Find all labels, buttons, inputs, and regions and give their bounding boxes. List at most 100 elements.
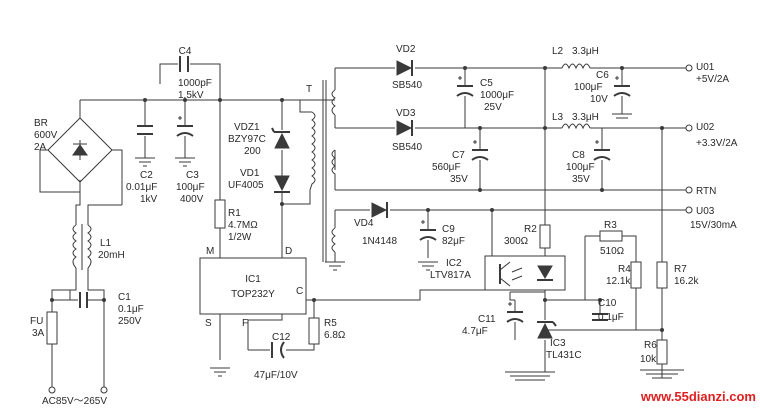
c9-symbol <box>419 220 437 241</box>
r5-value: 6.8Ω <box>324 330 346 341</box>
r1-ref: R1 <box>228 208 241 219</box>
ic1-pin-s: S <box>205 318 212 329</box>
ic3-symbol <box>537 321 557 339</box>
c8-ref: C8 <box>572 150 585 161</box>
r1-value: 4.7MΩ <box>228 220 258 231</box>
c5-value: 1000μF <box>480 90 514 101</box>
ic3-part: TL431C <box>546 350 582 361</box>
br-voltage: 600V <box>34 130 58 141</box>
c7-rating: 35V <box>450 174 468 185</box>
vd2-part: SB540 <box>392 80 422 91</box>
ic2-symbol <box>484 255 566 291</box>
vd4-ref: VD4 <box>354 218 374 229</box>
c12-symbol <box>271 341 285 359</box>
ic3-ref: IC3 <box>550 338 566 349</box>
output-terminal-rtn <box>685 186 693 194</box>
vd1-ref: VD1 <box>240 168 260 179</box>
output-u01-spec: +5V/2A <box>696 74 729 85</box>
c2-symbol <box>137 125 153 135</box>
c8-rating: 35V <box>572 174 590 185</box>
c1-value: 0.1μF <box>118 304 144 315</box>
input-terminal-n <box>100 386 108 394</box>
ic1-box <box>199 257 307 315</box>
br-current: 2A <box>34 142 47 153</box>
r7-value: 16.2k <box>674 276 699 287</box>
r3-symbol <box>599 230 623 242</box>
c7-ref: C7 <box>452 150 465 161</box>
c5-symbol <box>456 76 474 97</box>
vd4-part: 1N4148 <box>362 236 397 247</box>
c1-ref: C1 <box>118 292 131 303</box>
output-rtn-name: RTN <box>696 186 716 197</box>
r2-value: 300Ω <box>504 236 529 247</box>
vdz1-ref: VDZ1 <box>234 122 260 133</box>
c12-ref: C12 <box>272 332 291 343</box>
ic1-pin-d: D <box>285 246 292 257</box>
c6-value: 100μF <box>574 82 603 93</box>
transformer-ref: T <box>306 84 312 95</box>
r7-symbol <box>656 261 668 289</box>
fu-rating: 3A <box>32 328 45 339</box>
c10-symbol <box>592 313 608 321</box>
primary-wiring <box>39 63 488 390</box>
c10-value: 0.1μF <box>598 312 624 323</box>
r1-rating: 1/2W <box>228 232 252 243</box>
c1-symbol <box>79 292 88 308</box>
ic1-ref: IC1 <box>245 274 261 285</box>
br-ref: BR <box>34 118 48 129</box>
transformer-primary-coil <box>309 111 316 191</box>
c6-symbol <box>612 76 632 119</box>
watermark-text: www.55dianzi.com <box>640 389 756 404</box>
output-u02-name: U02 <box>696 122 715 133</box>
r2-ref: R2 <box>524 224 537 235</box>
c3-rating: 400V <box>180 194 204 205</box>
fu-symbol <box>46 311 58 345</box>
output-u03-name: U03 <box>696 206 715 217</box>
c4-value: 1000pF <box>178 78 212 89</box>
transformer-secondary-coils <box>331 89 336 253</box>
c4-symbol <box>179 56 189 72</box>
c5-rating: 25V <box>484 102 502 113</box>
vdz1-voltage: 200 <box>244 146 261 157</box>
l2-value: 3.3μH <box>572 46 599 57</box>
c11-symbol <box>506 302 524 323</box>
c9-ref: C9 <box>442 224 455 235</box>
r4-ref: R4 <box>618 264 631 275</box>
l3-ref: L3 <box>552 112 564 123</box>
r4-symbol <box>630 261 642 289</box>
c2-rating: 1kV <box>140 194 158 205</box>
output-terminal-u02 <box>685 124 693 132</box>
vd3-symbol <box>396 120 413 136</box>
r5-ref: R5 <box>324 318 337 329</box>
c4-rating: 1.5kV <box>178 90 204 101</box>
vd1-symbol <box>274 175 290 193</box>
vd2-ref: VD2 <box>396 44 416 55</box>
output-terminal-u03 <box>685 206 693 214</box>
ic2-part: LTV817A <box>430 270 471 281</box>
c3-value: 100μF <box>176 182 205 193</box>
c4-ref: C4 <box>179 46 192 57</box>
l1-value: 20mH <box>98 250 125 261</box>
l2-ref: L2 <box>552 46 564 57</box>
r3-ref: R3 <box>604 220 617 231</box>
c12-value: 47μF/10V <box>254 370 298 381</box>
l3-value: 3.3μH <box>572 112 599 123</box>
vd3-ref: VD3 <box>396 108 416 119</box>
input-terminal-l <box>48 386 56 394</box>
output-u02-spec: +3.3V/2A <box>696 138 738 149</box>
output-u01-name: U01 <box>696 62 715 73</box>
c6-rating: 10V <box>590 94 608 105</box>
c6-ref: C6 <box>596 70 609 81</box>
input-voltage-label: AC85V～265V <box>42 396 107 407</box>
l3-symbol <box>561 123 591 130</box>
ic2-ref: IC2 <box>446 258 462 269</box>
vd4-symbol <box>371 202 388 218</box>
junction-dots <box>50 66 664 332</box>
c11-value: 4.7μF <box>462 326 488 337</box>
r7-ref: R7 <box>674 264 687 275</box>
transformer-core <box>322 80 327 262</box>
c1-rating: 250V <box>118 316 142 327</box>
l1-symbol <box>72 224 92 270</box>
c3-ref: C3 <box>186 170 199 181</box>
